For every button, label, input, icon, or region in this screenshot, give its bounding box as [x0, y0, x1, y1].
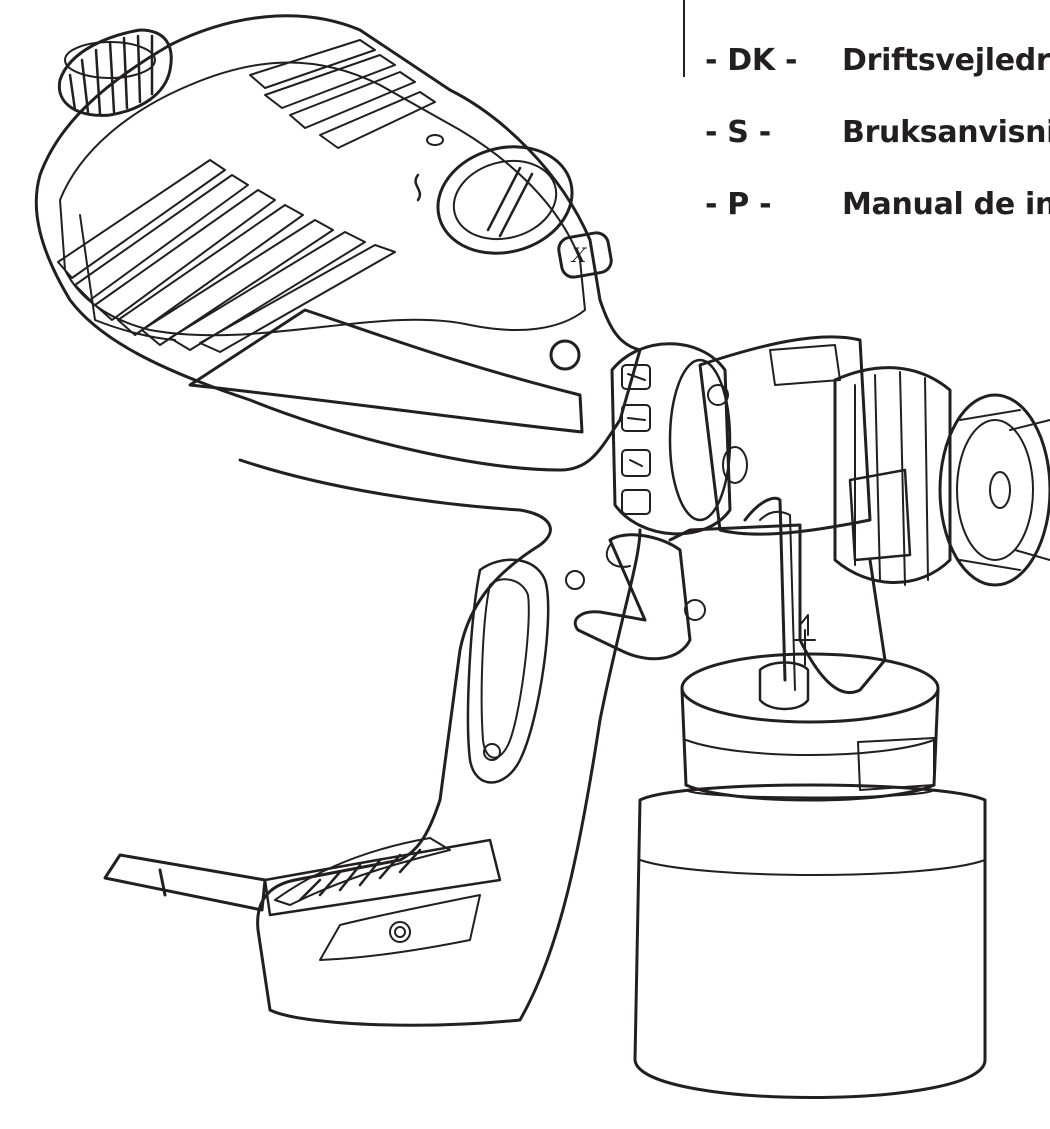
- nozzle-assembly: [698, 335, 1050, 587]
- x-logo-badge: X: [557, 231, 613, 279]
- power-cable: [103, 853, 267, 912]
- handle-foot: [263, 837, 502, 961]
- handle: [238, 458, 642, 1027]
- language-code: - DK -: [705, 42, 798, 78]
- trigger: [573, 384, 729, 661]
- vent-slots-top: [249, 39, 436, 149]
- adjustment-knob: [57, 28, 173, 117]
- language-code: - S -: [705, 114, 771, 150]
- manual-title: Manual de in: [842, 186, 1050, 222]
- side-screw: [549, 339, 581, 371]
- vent-slots-left: [57, 159, 396, 353]
- manual-title: Bruksanvisni: [842, 114, 1050, 150]
- paint-container: [633, 652, 987, 1099]
- svg-text:X: X: [570, 243, 587, 267]
- language-row-s: - S - Bruksanvisni: [705, 112, 1050, 152]
- container-neck: [668, 496, 887, 711]
- manual-title: Driftsvejledr: [842, 42, 1050, 78]
- language-code: - P -: [705, 186, 772, 222]
- control-dial: [414, 134, 574, 255]
- language-row-p: - P - Manual de in: [705, 184, 1050, 224]
- setting-collar: [610, 342, 732, 536]
- side-window: [188, 308, 584, 434]
- language-row-dk: - DK - Driftsvejledr: [705, 40, 1050, 80]
- header-divider: [683, 0, 685, 77]
